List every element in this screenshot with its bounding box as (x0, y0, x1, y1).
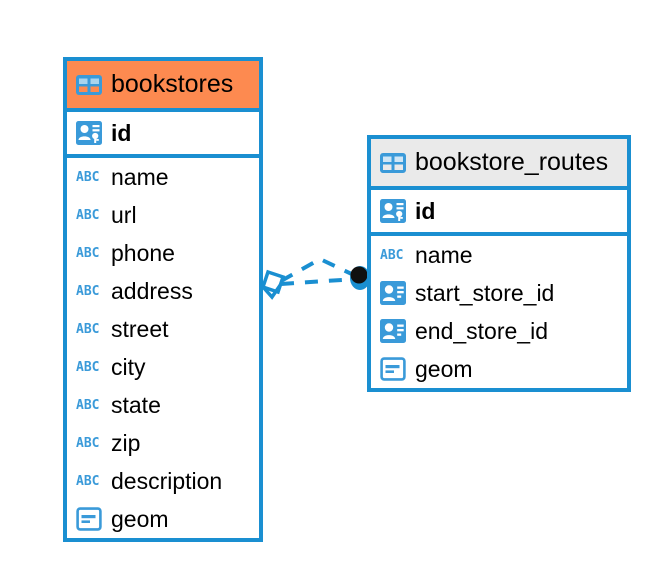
abc-text-icon: ABC (76, 359, 100, 375)
foreign-key-icon (380, 319, 406, 343)
field-row-name[interactable]: ABC name (67, 158, 259, 196)
entity-table-bookstore-routes[interactable]: bookstore_routes id ABC name (367, 135, 631, 392)
field-row-street[interactable]: ABC street (67, 310, 259, 348)
field-row-name[interactable]: ABC name (371, 236, 627, 274)
pk-separator (67, 154, 259, 158)
field-row-start-store-id[interactable]: start_store_id (371, 274, 627, 312)
relationship-line-lower (280, 277, 357, 286)
field-row-address[interactable]: ABC address (67, 272, 259, 310)
field-name-label: street (111, 315, 169, 342)
primary-key-icon (380, 199, 406, 223)
table-icon (76, 74, 102, 95)
pk-separator (371, 232, 627, 236)
field-row-end-store-id[interactable]: end_store_id (371, 312, 627, 350)
field-name-label: state (111, 391, 161, 418)
abc-text-icon: ABC (76, 397, 100, 413)
field-name-label: phone (111, 239, 175, 266)
field-row-description[interactable]: ABC description (67, 462, 259, 500)
abc-text-icon: ABC (380, 247, 404, 263)
field-name-label: id (415, 197, 436, 224)
entity-table-bookstores[interactable]: bookstores id ABC name (63, 57, 263, 542)
foreign-key-icon (380, 281, 406, 305)
field-row-zip[interactable]: ABC zip (67, 424, 259, 462)
field-row-id[interactable]: id (371, 190, 627, 232)
field-name-label: name (415, 241, 473, 268)
entity-name-label: bookstore_routes (415, 148, 609, 176)
field-name-label: description (111, 467, 223, 494)
field-name-label: name (111, 163, 169, 190)
field-row-url[interactable]: ABC url (67, 196, 259, 234)
header-separator (371, 186, 627, 190)
primary-key-icon (76, 121, 102, 145)
header-separator (67, 108, 259, 112)
diamond-handle-icon[interactable] (260, 269, 286, 300)
relationship-line-upper (280, 256, 359, 283)
abc-text-icon: ABC (76, 245, 100, 261)
field-row-state[interactable]: ABC state (67, 386, 259, 424)
field-name-label: url (111, 201, 137, 228)
abc-text-icon: ABC (76, 321, 100, 337)
abc-text-icon: ABC (76, 435, 100, 451)
field-row-phone[interactable]: ABC phone (67, 234, 259, 272)
field-name-label: id (111, 119, 132, 146)
field-name-label: city (111, 353, 146, 380)
field-row-city[interactable]: ABC city (67, 348, 259, 386)
field-name-label: geom (415, 355, 473, 382)
abc-text-icon: ABC (76, 283, 100, 299)
abc-text-icon: ABC (76, 473, 100, 489)
field-name-label: start_store_id (415, 279, 555, 306)
abc-text-icon: ABC (76, 207, 100, 223)
entity-header-bookstores[interactable]: bookstores (67, 61, 259, 108)
field-row-geom[interactable]: geom (67, 500, 259, 538)
entity-name-label: bookstores (111, 70, 234, 98)
entity-header-bookstore-routes[interactable]: bookstore_routes (371, 139, 627, 186)
abc-text-icon: ABC (76, 169, 100, 185)
table-icon (380, 152, 406, 173)
field-row-id[interactable]: id (67, 112, 259, 154)
field-name-label: geom (111, 505, 169, 532)
geometry-icon (76, 507, 102, 531)
field-name-label: end_store_id (415, 317, 548, 344)
geometry-icon (380, 357, 406, 381)
field-row-geom[interactable]: geom (371, 350, 627, 388)
field-name-label: zip (111, 429, 141, 456)
field-name-label: address (111, 277, 193, 304)
